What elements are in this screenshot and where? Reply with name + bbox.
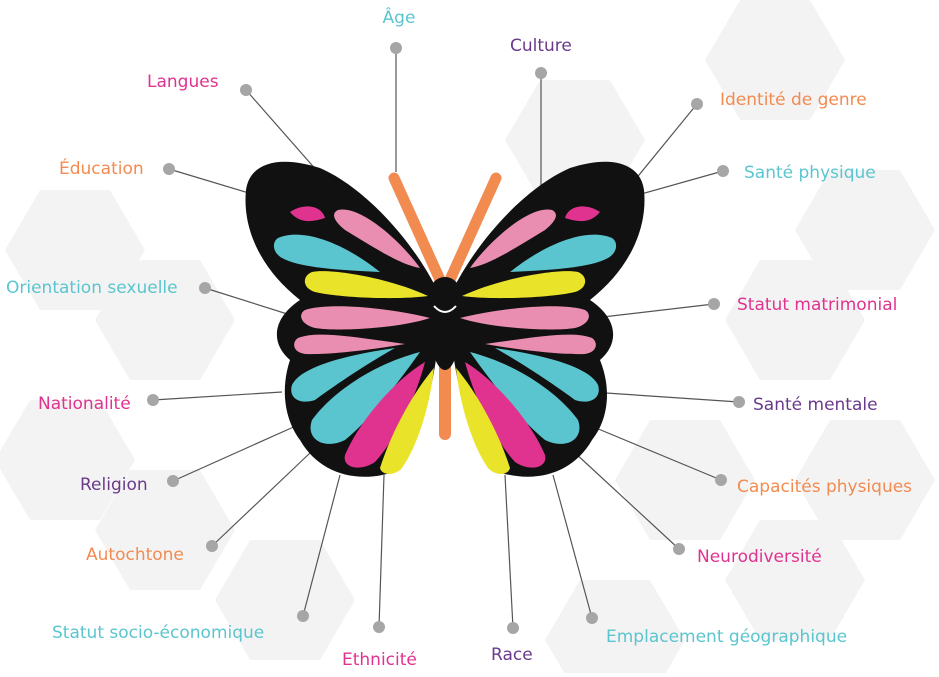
label-nationalite: Nationalité <box>38 394 131 414</box>
label-statut-matrimonial: Statut matrimonial <box>737 295 898 315</box>
label-statut-socio-economique: Statut socio-économique <box>52 623 265 643</box>
label-identite-genre: Identité de genre <box>720 90 867 110</box>
label-autochtone: Autochtone <box>86 545 184 565</box>
label-langues: Langues <box>147 72 219 92</box>
label-neurodiversite: Neurodiversité <box>697 547 822 567</box>
label-race: Race <box>491 645 533 665</box>
label-orientation-sexuelle: Orientation sexuelle <box>6 278 178 298</box>
label-education: Éducation <box>59 159 144 179</box>
antennae <box>388 172 502 288</box>
right-wing-pattern <box>456 206 617 474</box>
left-wing-pattern <box>273 206 434 474</box>
label-dots <box>147 42 745 634</box>
label-sante-mentale: Santé mentale <box>753 395 878 415</box>
label-religion: Religion <box>80 475 148 495</box>
connector-lines <box>152 48 740 629</box>
label-ethnicite: Ethnicité <box>342 650 417 670</box>
label-age: Âge <box>382 8 416 28</box>
butterfly-body <box>430 277 460 440</box>
label-sante-physique: Santé physique <box>744 163 876 183</box>
label-capacites-physiques: Capacités physiques <box>737 477 913 497</box>
label-emplacement-geographique: Emplacement géographique <box>606 627 848 647</box>
label-culture: Culture <box>510 36 572 56</box>
